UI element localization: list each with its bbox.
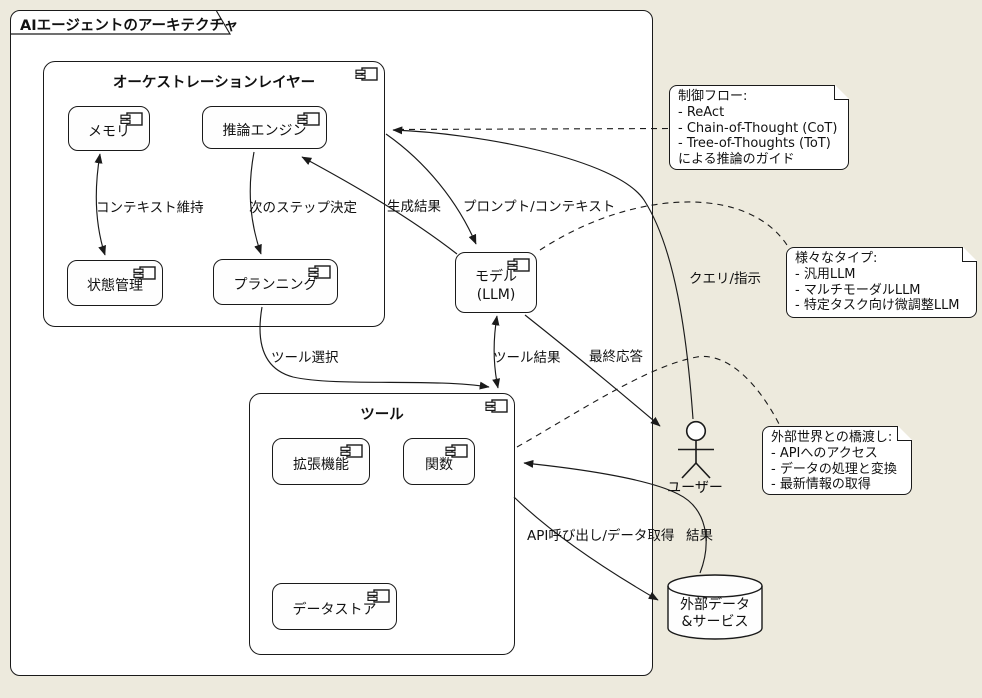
component-planning: プランニング: [213, 259, 338, 305]
note-line: 制御フロー:: [678, 89, 748, 104]
tools-title: ツール: [360, 407, 404, 423]
note-fold-icon: [898, 426, 912, 440]
note-control-flow: 制御フロー: - ReAct - Chain-of-Thought (CoT) …: [669, 85, 849, 170]
component-extensions-label: 拡張機能: [293, 456, 349, 473]
component-functions: 関数: [403, 438, 475, 485]
component-icon: [120, 112, 143, 126]
component-icon: [340, 444, 363, 458]
component-extensions: 拡張機能: [272, 438, 370, 485]
component-memory: メモリ: [68, 106, 150, 151]
database-label: 外部データ &サービス: [667, 597, 763, 631]
note-line: による推論のガイド: [678, 152, 795, 168]
database-line2: &サービス: [681, 614, 749, 630]
component-icon: [445, 444, 468, 458]
model-line2: (LLM): [476, 286, 516, 303]
note-line: - 特定タスク向け微調整LLM: [795, 298, 960, 314]
component-icon: [355, 67, 378, 81]
frame-title: AIエージェントのアーキテクチャ: [20, 18, 239, 34]
edge-label-query: クエリ/指示: [689, 271, 762, 287]
edge-label-tool-result: ツール結果: [493, 350, 561, 366]
edge-label-gen-result: 生成結果: [387, 199, 441, 215]
note-line: - マルチモーダルLLM: [795, 282, 921, 298]
edge-label-prompt: プロンプト/コンテキスト: [463, 199, 616, 215]
orchestration-title: オーケストレーションレイヤー: [112, 75, 316, 91]
component-reasoning-engine-label: 推論エンジン: [222, 122, 307, 139]
component-state-management: 状態管理: [67, 260, 163, 306]
component-datastore: データストア: [272, 583, 397, 630]
database-icon: [667, 574, 763, 640]
note-line: - ReAct: [678, 104, 725, 120]
edge-label-next-step: 次のステップ決定: [249, 200, 357, 216]
component-icon: [133, 266, 156, 280]
note-line: 外部世界との橋渡し:: [771, 430, 893, 445]
edge-label-result: 結果: [686, 528, 713, 544]
component-model-llm: モデル(LLM): [455, 252, 537, 313]
component-planning-label: プランニング: [233, 277, 318, 293]
actor-icon: [678, 420, 714, 479]
note-fold-icon: [835, 85, 849, 99]
note-line: - APIへのアクセス: [771, 445, 878, 461]
edge-label-final-response: 最終応答: [589, 349, 643, 365]
component-icon: [367, 589, 390, 603]
note-line: - データの処理と変換: [771, 461, 897, 477]
note-bridge: 外部世界との橋渡し: - APIへのアクセス - データの処理と変換 - 最新情…: [762, 426, 912, 495]
component-state-management-label: 状態管理: [87, 278, 143, 294]
note-line: - 汎用LLM: [795, 266, 856, 282]
note-line: - Tree-of-Thoughts (ToT): [678, 136, 831, 152]
note-line: 様々なタイプ:: [795, 251, 878, 266]
note-fold-icon: [963, 247, 977, 261]
component-icon: [308, 265, 331, 279]
note-line: - 最新情報の取得: [771, 477, 871, 493]
component-icon: [297, 112, 320, 126]
edge-label-api-call: API呼び出し/データ取得: [527, 528, 675, 544]
database-line1: 外部データ: [680, 597, 750, 613]
component-datastore-label: データストア: [292, 601, 377, 618]
actor-label: ユーザー: [667, 480, 723, 496]
note-line: - Chain-of-Thought (CoT): [678, 120, 838, 136]
component-memory-label: メモリ: [88, 123, 130, 140]
note-llm-types: 様々なタイプ: - 汎用LLM - マルチモーダルLLM - 特定タスク向け微調…: [786, 247, 977, 318]
component-reasoning-engine: 推論エンジン: [202, 106, 327, 149]
component-icon: [485, 399, 508, 413]
component-icon: [507, 258, 530, 272]
component-functions-label: 関数: [425, 456, 453, 473]
edge-label-tool-select: ツール選択: [271, 350, 339, 366]
edge-label-context: コンテキスト維持: [96, 200, 204, 216]
